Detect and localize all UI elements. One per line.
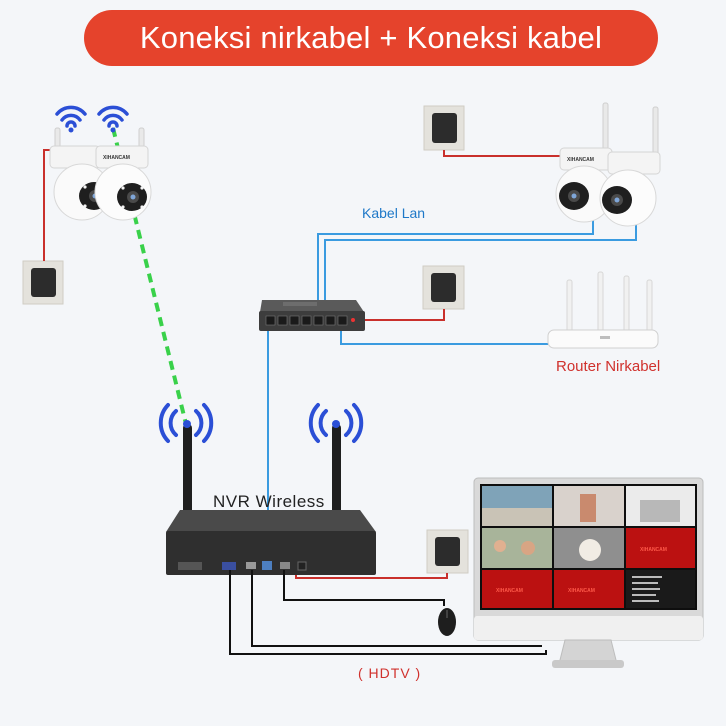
lan-cable-label: Kabel Lan [362,205,426,221]
nvr-signal-icon [308,403,364,443]
mouse-icon [438,608,456,636]
brand-label: XIHANCAM [567,157,594,163]
monitor-camera-grid: XIHANCAM XIHANCAM XIHANCAM [482,486,695,608]
lan-cable-camera-a [317,210,594,300]
nvr-signal-icon [158,403,214,443]
nvr-label: NVR Wireless [213,492,325,511]
lan-cables [267,210,637,560]
title-banner: Koneksi nirkabel + Koneksi kabel [84,10,658,66]
monitor: XIHANCAM XIHANCAM XIHANCAM [473,477,704,668]
power-cable-switch [356,309,445,321]
network-switch [259,300,365,331]
video-cables [229,570,547,655]
hdtv-label: ( HDTV ) [358,665,422,681]
brand-label: XIHANCAM [103,155,130,161]
power-cable-right-cameras [443,150,565,157]
nvr-device [166,420,376,575]
wireless-camera: XIHANCAM [94,127,152,221]
power-outlet-monitor [426,529,469,574]
vga-cable [229,570,547,655]
hdmi-cable [251,570,542,647]
brand-label: XIHANCAM [568,588,595,594]
power-outlet-left [22,260,64,305]
mouse-cable [283,570,445,606]
router-label: Router Nirkabel [556,358,661,375]
brand-label: XIHANCAM [640,547,667,553]
lan-cable-camera-b [324,214,637,300]
wifi-icon [55,105,87,128]
wifi-icon [97,105,129,128]
wireless-router [547,271,659,349]
wired-camera [599,106,661,227]
diagram-title: Koneksi nirkabel + Koneksi kabel [139,20,603,55]
power-outlet-switch [422,265,465,310]
lan-cable-router [340,330,548,345]
brand-label: XIHANCAM [496,588,523,594]
power-outlet-top-right [423,105,465,151]
